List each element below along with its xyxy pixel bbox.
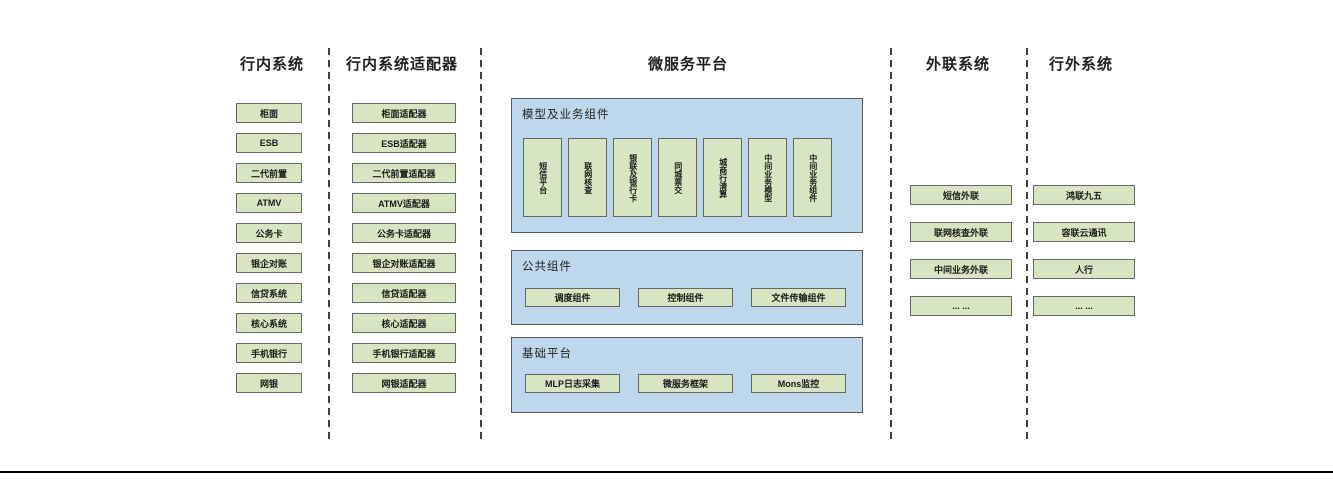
column-divider — [328, 48, 330, 440]
adapter-box: 信贷适配器 — [352, 283, 456, 303]
adapter-box: ATMV适配器 — [352, 193, 456, 213]
panel-label: 公共组件 — [522, 261, 572, 273]
component-box: 中间业务模型 — [748, 138, 787, 217]
component-box: 同城票交 — [658, 138, 697, 217]
column-title-microservice-platform: 微服务平台 — [647, 56, 728, 73]
component-box: 短信平台 — [523, 138, 562, 217]
component-box: Mons监控 — [751, 374, 846, 393]
system-box: 联网核查外联 — [910, 222, 1012, 242]
adapter-box: 二代前置适配器 — [352, 163, 456, 183]
panel-label: 基础平台 — [522, 348, 572, 360]
column-divider — [1026, 48, 1028, 440]
column-divider — [480, 48, 482, 440]
adapter-box: 网银适配器 — [352, 373, 456, 393]
column-title-internal-systems: 行内系统 — [239, 56, 304, 73]
component-box: 中间业务组件 — [793, 138, 832, 217]
system-box: 信贷系统 — [236, 283, 302, 303]
component-box: MLP日志采集 — [525, 374, 620, 393]
outreach-systems-list: 短信外联联网核查外联中间业务外联 ... ... — [910, 185, 1012, 316]
component-box: 微服务框架 — [638, 374, 733, 393]
system-box: ... ... — [910, 296, 1012, 316]
adapter-box: 手机银行适配器 — [352, 343, 456, 363]
adapter-box: 公务卡适配器 — [352, 223, 456, 243]
system-box: 短信外联 — [910, 185, 1012, 205]
common-components-list: 调度组件控制组件文件传输组件 — [525, 288, 846, 307]
column-divider — [890, 48, 892, 440]
panel-label: 模型及业务组件 — [522, 109, 610, 121]
internal-systems-list: 柜面 ESB 二代前置 ATMV 公务卡银企对账信贷系统核心系统手机银行网银 — [236, 103, 302, 393]
system-box: 网银 — [236, 373, 302, 393]
adapter-box: ESB适配器 — [352, 133, 456, 153]
system-box: 公务卡 — [236, 223, 302, 243]
system-box: ATMV — [236, 193, 302, 213]
adapter-box: 柜面适配器 — [352, 103, 456, 123]
system-box: 容联云通讯 — [1033, 222, 1135, 242]
system-box: 中间业务外联 — [910, 259, 1012, 279]
panel-base-platform: 基础平台 MLP日志采集微服务框架 Mons监控 — [511, 337, 863, 413]
internal-adapters-list: 柜面适配器 ESB适配器二代前置适配器 ATMV适配器公务卡适配器银企对账适配器信贷… — [352, 103, 456, 393]
base-platform-list: MLP日志采集微服务框架 Mons监控 — [525, 374, 846, 393]
system-box: 鸿联九五 — [1033, 185, 1135, 205]
model-components-list: 短信平台联网核查银联及银行卡同城票交城商行清算中间业务模型中间业务组件 — [523, 138, 832, 217]
component-box: 联网核查 — [568, 138, 607, 217]
system-box: 柜面 — [236, 103, 302, 123]
system-box: ESB — [236, 133, 302, 153]
component-box: 文件传输组件 — [751, 288, 846, 307]
column-title-external-systems: 行外系统 — [1048, 56, 1113, 73]
component-box: 调度组件 — [525, 288, 620, 307]
component-box: 控制组件 — [638, 288, 733, 307]
column-title-outreach-systems: 外联系统 — [925, 56, 990, 73]
system-box: 银企对账 — [236, 253, 302, 273]
system-box: ... ... — [1033, 296, 1135, 316]
adapter-box: 银企对账适配器 — [352, 253, 456, 273]
panel-common-components: 公共组件 调度组件控制组件文件传输组件 — [511, 250, 863, 325]
adapter-box: 核心适配器 — [352, 313, 456, 333]
bottom-rule — [0, 471, 1333, 473]
column-title-internal-adapters: 行内系统适配器 — [345, 56, 458, 73]
system-box: 二代前置 — [236, 163, 302, 183]
component-box: 城商行清算 — [703, 138, 742, 217]
external-systems-list: 鸿联九五容联云通讯人行 ... ... — [1033, 185, 1135, 316]
panel-model-business-components: 模型及业务组件 短信平台联网核查银联及银行卡同城票交城商行清算中间业务模型中间业… — [511, 98, 863, 233]
system-box: 核心系统 — [236, 313, 302, 333]
system-box: 手机银行 — [236, 343, 302, 363]
component-box: 银联及银行卡 — [613, 138, 652, 217]
system-box: 人行 — [1033, 259, 1135, 279]
